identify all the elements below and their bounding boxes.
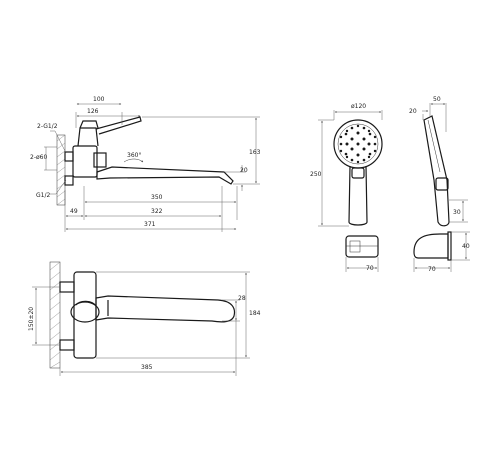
- dim-350: 350: [151, 194, 163, 201]
- wall-hatch-bottom: [49, 261, 61, 369]
- dim-50: 50: [433, 96, 441, 103]
- rotation-label: 360°: [127, 152, 141, 159]
- dim-70-side: 70: [428, 266, 436, 273]
- dim-20-side: 20: [409, 108, 417, 115]
- dim-322: 322: [151, 208, 163, 215]
- mixer-side-view: 360° 100 126 2-G1/2 2-ø60 G1/2 163 20 35…: [30, 96, 261, 232]
- dim-30: 30: [453, 209, 461, 216]
- holder-side-view: 70 40: [413, 231, 470, 273]
- handshower-side-view: 50 20 30: [409, 96, 468, 227]
- dim-49: 49: [70, 208, 78, 215]
- handshower-front-view: ø120 250: [310, 103, 383, 227]
- dim-70-front: 70: [366, 265, 374, 272]
- dim-371: 371: [144, 221, 156, 228]
- diameter-2-o60: 2-ø60: [30, 154, 47, 161]
- thread-2-g12: 2-G1/2: [37, 123, 58, 130]
- thread-g12: G1/2: [36, 192, 50, 199]
- dim-150: 150±20: [28, 307, 35, 331]
- holder-front-view: 70: [345, 235, 379, 272]
- dim-100: 100: [93, 96, 105, 103]
- dim-o120: ø120: [351, 103, 366, 110]
- wall-hatch-top: [56, 134, 66, 206]
- dim-28: 28: [238, 295, 246, 302]
- dim-40: 40: [462, 243, 470, 250]
- dim-184: 184: [249, 310, 261, 317]
- mixer-front-view: 150±20 28 184 385: [28, 261, 261, 376]
- dim-126: 126: [87, 108, 99, 115]
- dim-163: 163: [249, 149, 261, 156]
- dim-250: 250: [310, 171, 322, 178]
- dim-385: 385: [141, 364, 153, 371]
- dim-20: 20: [240, 167, 248, 174]
- spray-holes: [339, 124, 377, 164]
